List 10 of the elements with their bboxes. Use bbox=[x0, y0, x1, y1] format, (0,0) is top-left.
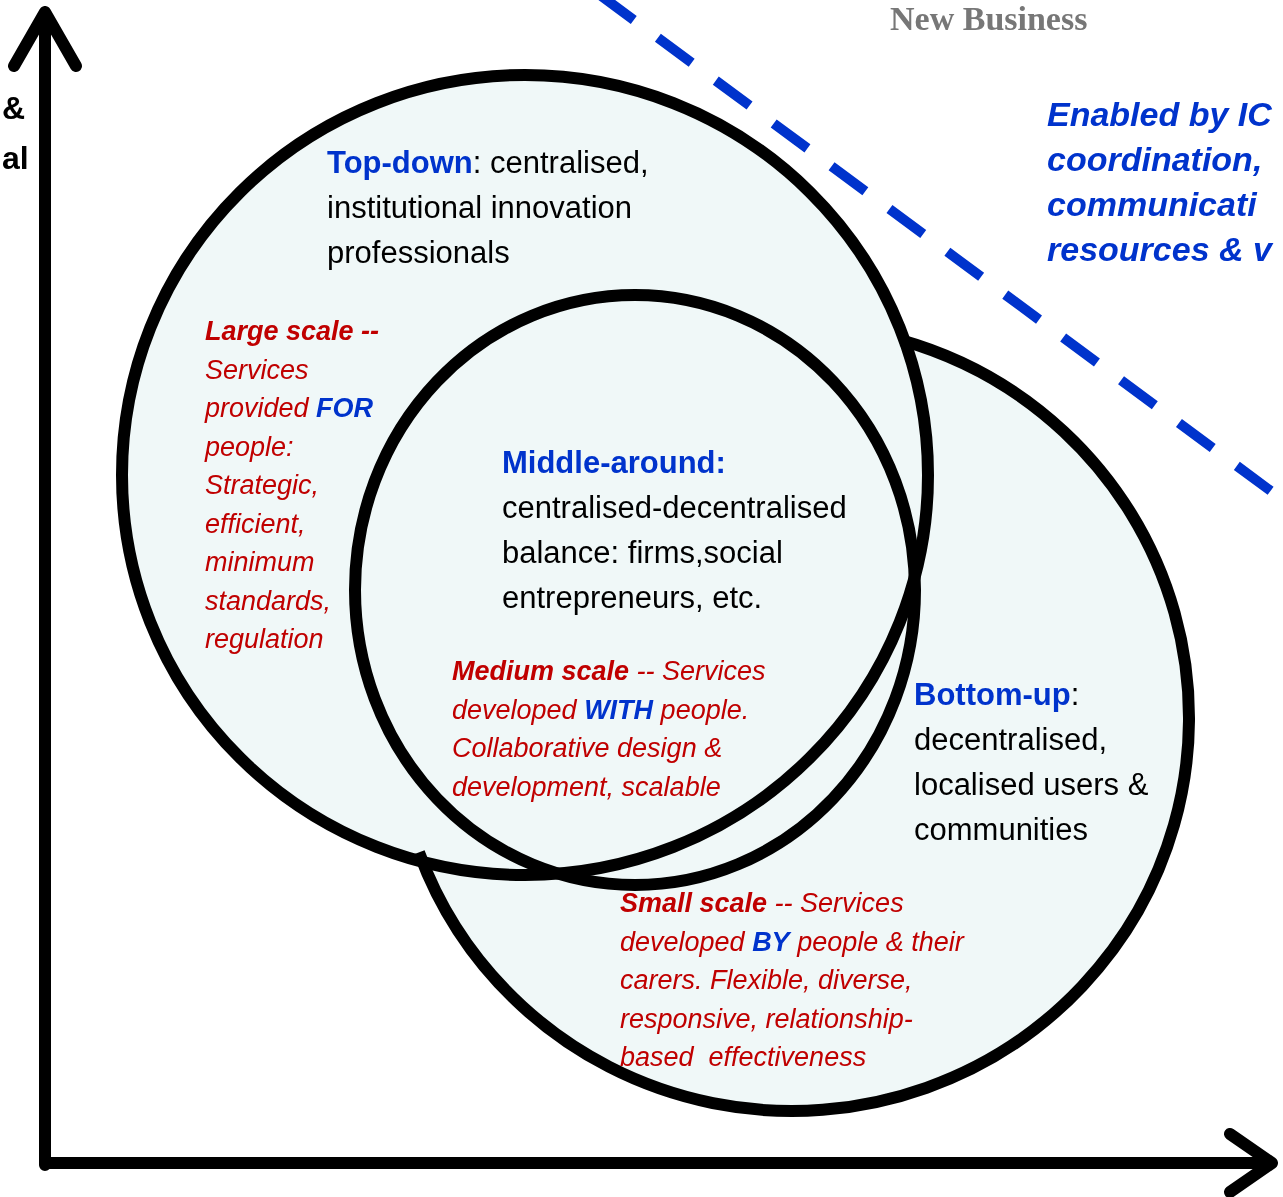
description-text: Large scale -- Services provided FOR people: Strategic, efficient, minimum standards, regulation bbox=[205, 315, 381, 656]
heading-text: Top-down: centralised, institutional innovation professionals bbox=[327, 144, 650, 272]
title-text: New Business bbox=[890, 0, 1088, 38]
description-text: Medium scale -- Services developed WITH people. Collaborative design & development, scalable bbox=[452, 655, 767, 804]
heading-text: Bottom-up: decentralised, localised users & communities bbox=[914, 676, 1150, 849]
heading-text: Middle-around: centralised-decentralised balance: firms,social entrepreneurs, etc. bbox=[502, 444, 848, 617]
description-text: Small scale -- Services developed BY people & their carers. Flexible, diverse, responsive, relationship-based effectiveness bbox=[620, 887, 966, 1074]
axis-label: & bbox=[2, 90, 26, 127]
note-text: Enabled by IC coordination, communicati resources & v bbox=[1047, 94, 1275, 270]
axis-label: al bbox=[2, 140, 29, 177]
